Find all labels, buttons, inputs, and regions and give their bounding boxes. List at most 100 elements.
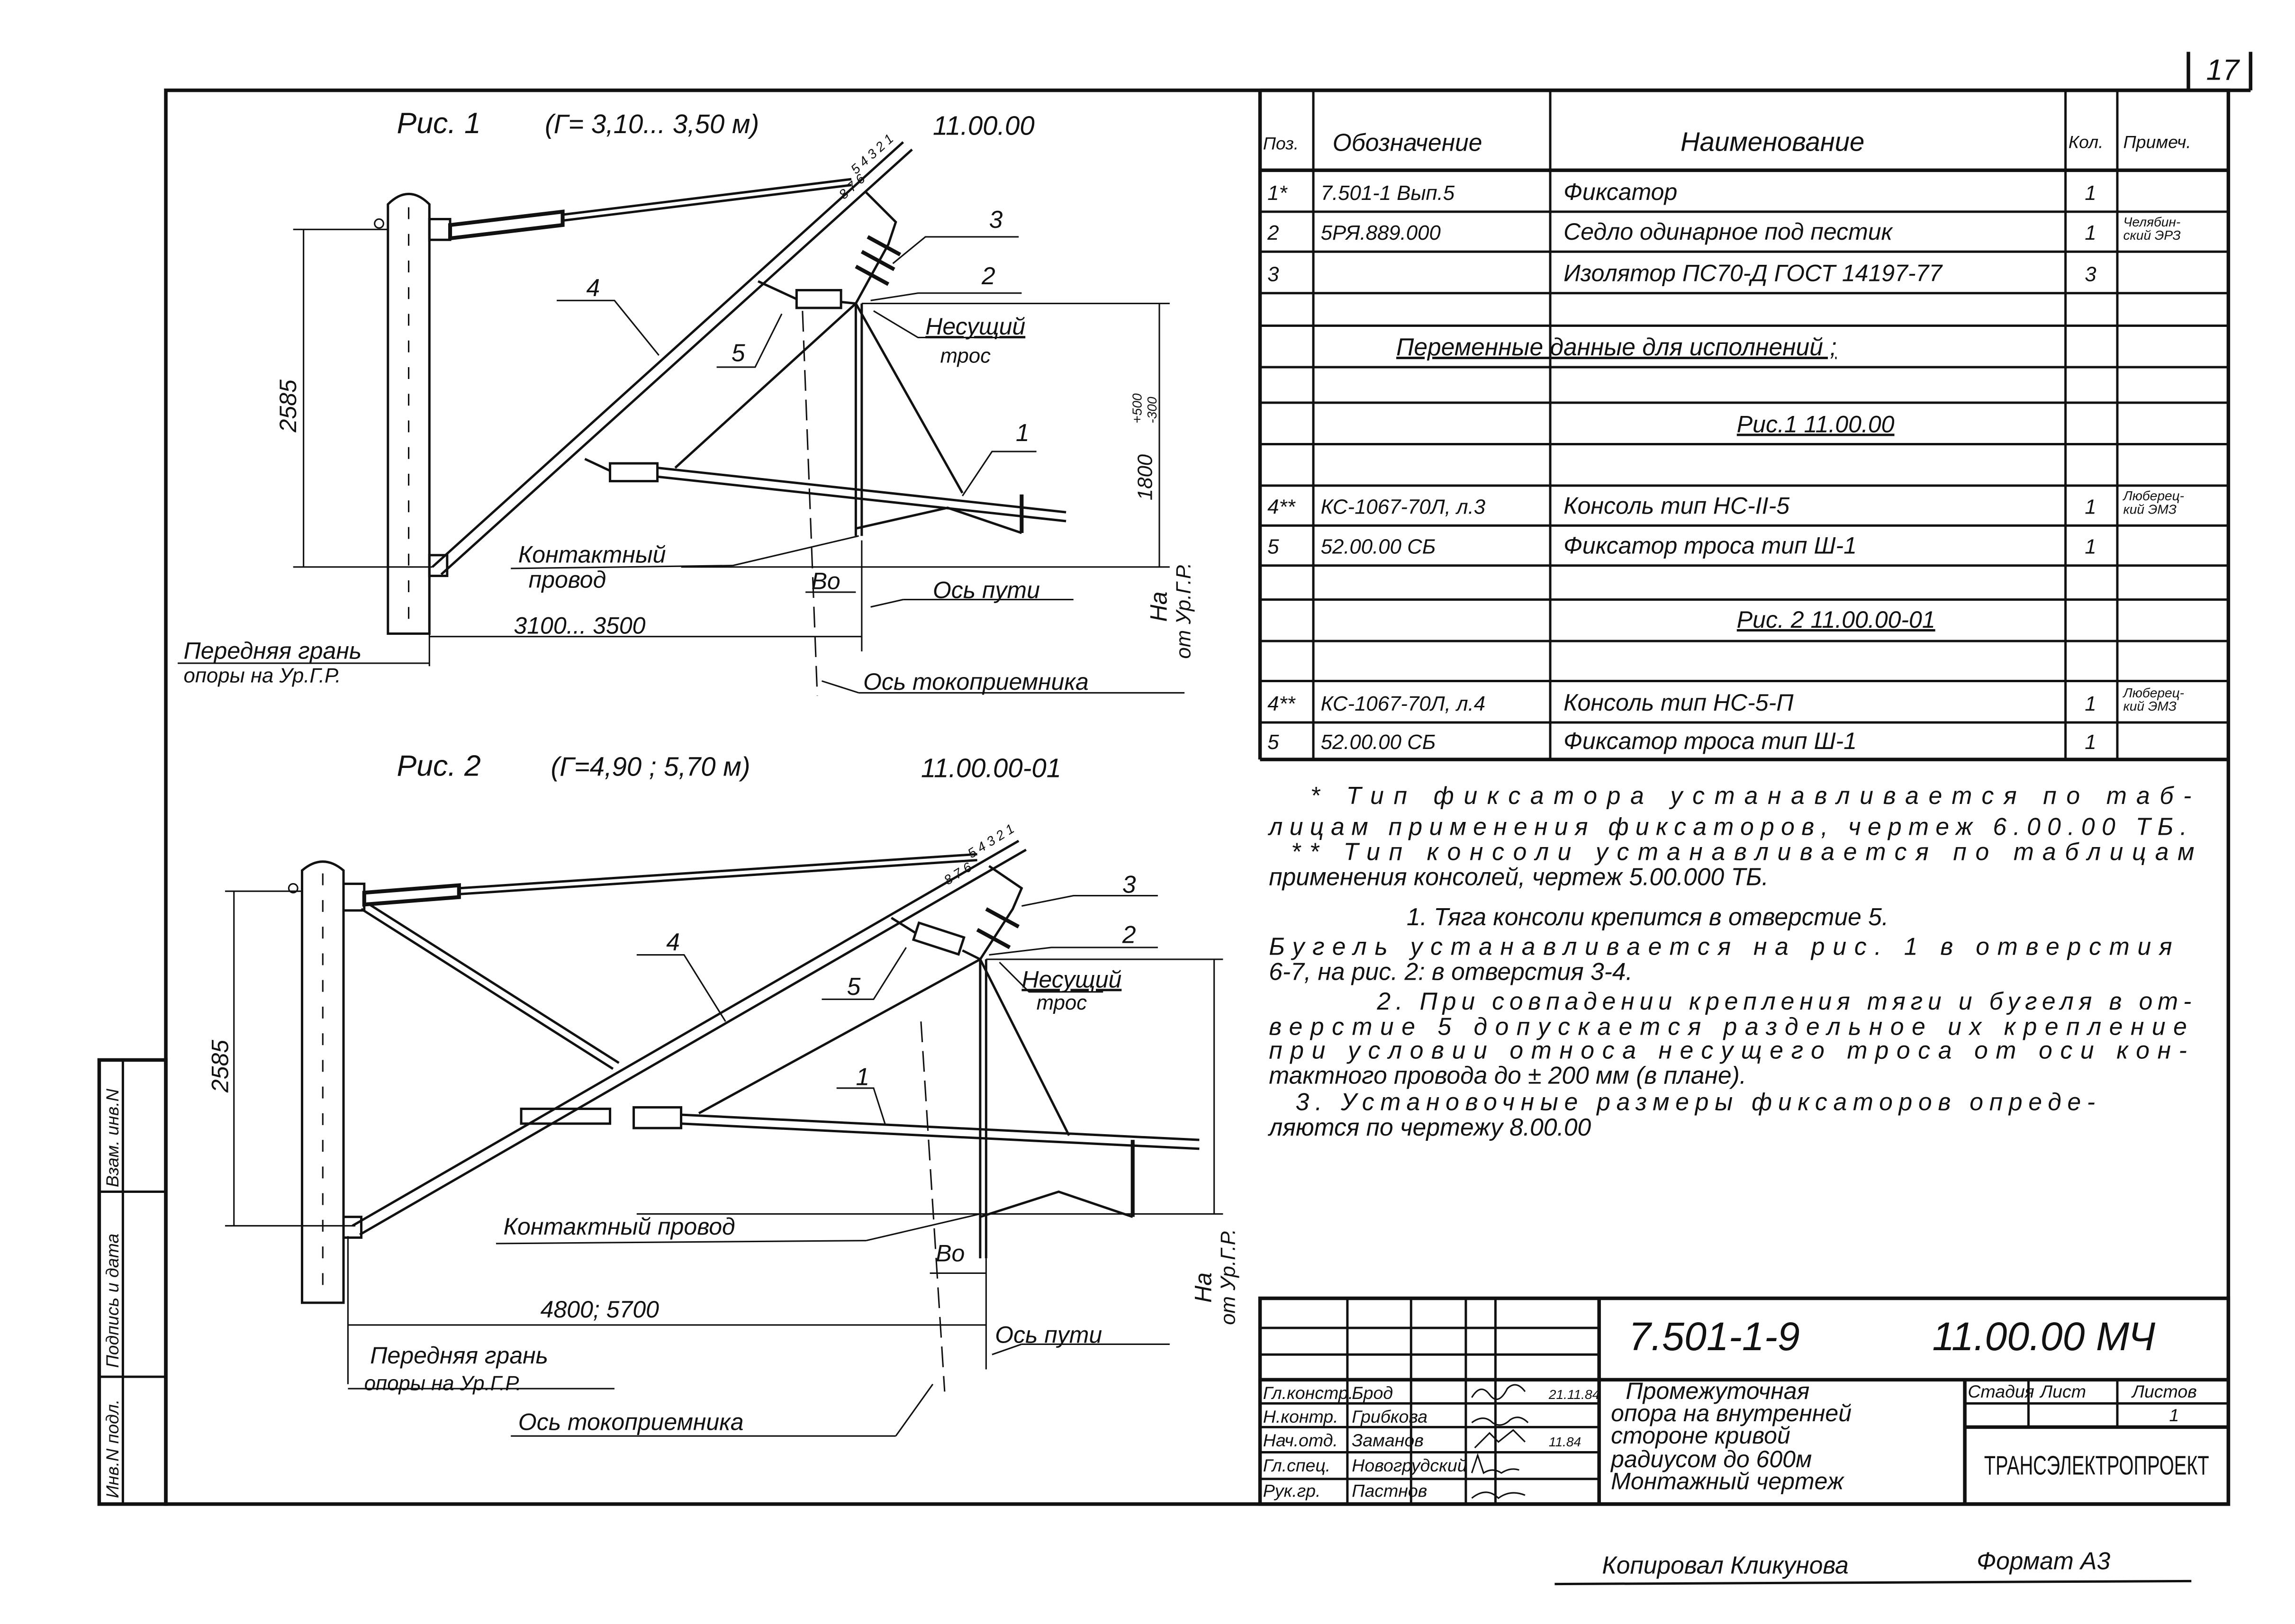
approval-name: Грибкова (1352, 1407, 1428, 1426)
fig1-contact-wire-label-2: провод (529, 567, 606, 593)
cell-quantity: 1 (2085, 181, 2096, 205)
fixator-1 (520, 958, 1200, 1259)
fig2-level-2: от Ур.Г.Р. (1216, 1229, 1239, 1325)
messenger-fixator-5 (758, 280, 856, 309)
approval-date: 21.11.84 (1548, 1387, 1599, 1402)
fig2-front-face-2: опоры на Ур.Г.Р. (364, 1371, 522, 1395)
fig1-code: 11.00.00 (933, 110, 1035, 140)
dimensions-fig1 (178, 228, 1185, 696)
cell-quantity: 3 (2085, 263, 2096, 286)
note-line: * Тип фиксатора устанавливается по таб- (1310, 782, 2191, 809)
strut (361, 902, 620, 1070)
cell-name: Фиксатор троса тип Ш-1 (1563, 728, 1857, 754)
fig2-holes-top: 5 4 3 2 1 (965, 821, 1017, 861)
dimensions-fig2 (225, 890, 1223, 1437)
fig1-b0: Во (812, 568, 840, 595)
fixator-1 (584, 302, 1066, 536)
fig2-variant-caption: Рис. 2 11.00.00-01 (1737, 606, 1935, 633)
notes: * Тип фиксатора устанавливается по таб-л… (1267, 782, 2194, 1141)
cell-quantity: 1 (2085, 495, 2096, 518)
approval-name: Брод (1352, 1383, 1393, 1403)
fig1-callout-5: 5 (732, 339, 745, 366)
fig1-title: Рис. 1 (397, 107, 481, 140)
cell-position: 5 (1267, 731, 1279, 754)
note-line: ляются по чертежу 8.00.00 (1267, 1113, 1591, 1141)
description-line: Промежуточная (1626, 1378, 1809, 1404)
paper-format: Формат А3 (1977, 1547, 2110, 1574)
series-code: 7.501-1-9 (1629, 1314, 1800, 1359)
figure-2: Рис. 2 (Г=4,90 ; 5,70 м) 11.00.00-01 5 4… (207, 749, 1239, 1437)
cell-name: Консоль тип НС-5-П (1563, 689, 1794, 716)
signature-5 (1471, 1491, 1526, 1499)
fig2-dim-height: 2585 (207, 1040, 233, 1093)
fig1-contact-wire-label-1: Контактный (518, 541, 666, 568)
approval-role: Гл.спец. (1263, 1455, 1330, 1475)
note-line: лицам применения фиксаторов, чертеж 6.00… (1267, 812, 2187, 840)
fig2-pantograph-axis: Ось токоприемника (518, 1409, 744, 1435)
fig1-front-face-2: опоры на Ур.Г.Р. (184, 664, 341, 687)
fig1-callout-1: 1 (1016, 419, 1030, 446)
fig2-title: Рис. 2 (397, 749, 481, 782)
cell-position: 2 (1267, 221, 1279, 244)
fig2-contact-wire-label: Контактный провод (504, 1213, 735, 1240)
fig1-variant-caption: Рис.1 11.00.00 (1737, 411, 1895, 437)
drawing-number: 11.00.00 МЧ (1932, 1314, 2155, 1359)
table-header-name: Наименование (1681, 127, 1864, 157)
fig1-dim-tol-minus: -300 (1145, 397, 1159, 424)
cell-note-line-1: Люберец- (2122, 488, 2184, 503)
note-line: 3. Установочные размеры фиксаторов опред… (1296, 1088, 2096, 1116)
signature-3 (1474, 1429, 1526, 1449)
fig1-dim-height: 2585 (275, 379, 301, 433)
fig1-messenger-label-1: Несущий (925, 313, 1025, 340)
callout-leaders-fig1 (557, 236, 1037, 496)
cell-quantity: 1 (2085, 535, 2096, 559)
cell-position: 1* (1267, 181, 1288, 205)
fig2-radius: (Г=4,90 ; 5,70 м) (551, 751, 750, 781)
table-header-note: Примеч. (2123, 132, 2191, 152)
fig1-callout-3: 3 (989, 206, 1003, 233)
approval-role: Гл.констр. (1263, 1383, 1353, 1403)
console-4 (428, 141, 913, 577)
cell-quantity: 1 (2085, 731, 2096, 754)
replace-inventory-label: Взам. инв.N (102, 1088, 122, 1187)
cell-position: 5 (1267, 535, 1279, 559)
cell-position: 4** (1267, 495, 1296, 518)
signature-1 (1471, 1384, 1526, 1400)
copied-by: Копировал Кликунова (1602, 1552, 1848, 1579)
fig1-front-face-1: Передняя грань (184, 638, 362, 664)
note-line: тактного провода до ± 200 мм (в плане). (1269, 1061, 1746, 1089)
stage-label: Стадия (1968, 1381, 2034, 1401)
fig2-callout-5: 5 (847, 973, 861, 1000)
fig1-pantograph-axis: Ось токоприемника (863, 668, 1089, 695)
organization-name: ТРАНСЭЛЕКТРОПРОЕКТ (1984, 1450, 2209, 1480)
approval-name: Заманов (1352, 1430, 1424, 1450)
side-stamp: Взам. инв.N Подпись и дата Инв.N подл. (97, 1058, 168, 1506)
original-inventory-label: Инв.N подл. (102, 1399, 122, 1498)
table-header-designation: Обозначение (1333, 129, 1482, 156)
approval-role: Рук.гр. (1263, 1480, 1321, 1500)
note-line: при условии относа несущего троса от оси… (1269, 1036, 2187, 1064)
console-rod (342, 853, 977, 912)
console-rod (428, 178, 852, 241)
callout-leaders-fig2 (636, 894, 1158, 1126)
cell-designation: КС-1067-70Л, л.3 (1321, 495, 1485, 518)
approval-date: 11.84 (1549, 1435, 1581, 1449)
cell-note-line-2: кий ЭМЗ (2123, 502, 2177, 516)
cell-name: Фиксатор (1563, 179, 1677, 205)
approval-name: Пастнов (1352, 1480, 1427, 1500)
cell-name: Седло одинарное под пестик (1563, 218, 1893, 245)
sheets-label: Листов (2131, 1381, 2197, 1401)
approval-role: Нач.отд. (1263, 1430, 1338, 1450)
fig2-callout-4: 4 (666, 928, 680, 956)
fig2-level-1: На (1190, 1272, 1216, 1303)
cell-name: Фиксатор троса тип Ш-1 (1563, 532, 1857, 559)
pole (374, 193, 431, 635)
title-block: 7.501-1-9 11.00.00 МЧ Гл.констр.Брод 21.1… (1258, 1296, 2231, 1506)
fig1-messenger-label-2: трос (940, 344, 991, 368)
footer: Копировал Кликунова Формат А3 (1554, 1547, 2192, 1586)
